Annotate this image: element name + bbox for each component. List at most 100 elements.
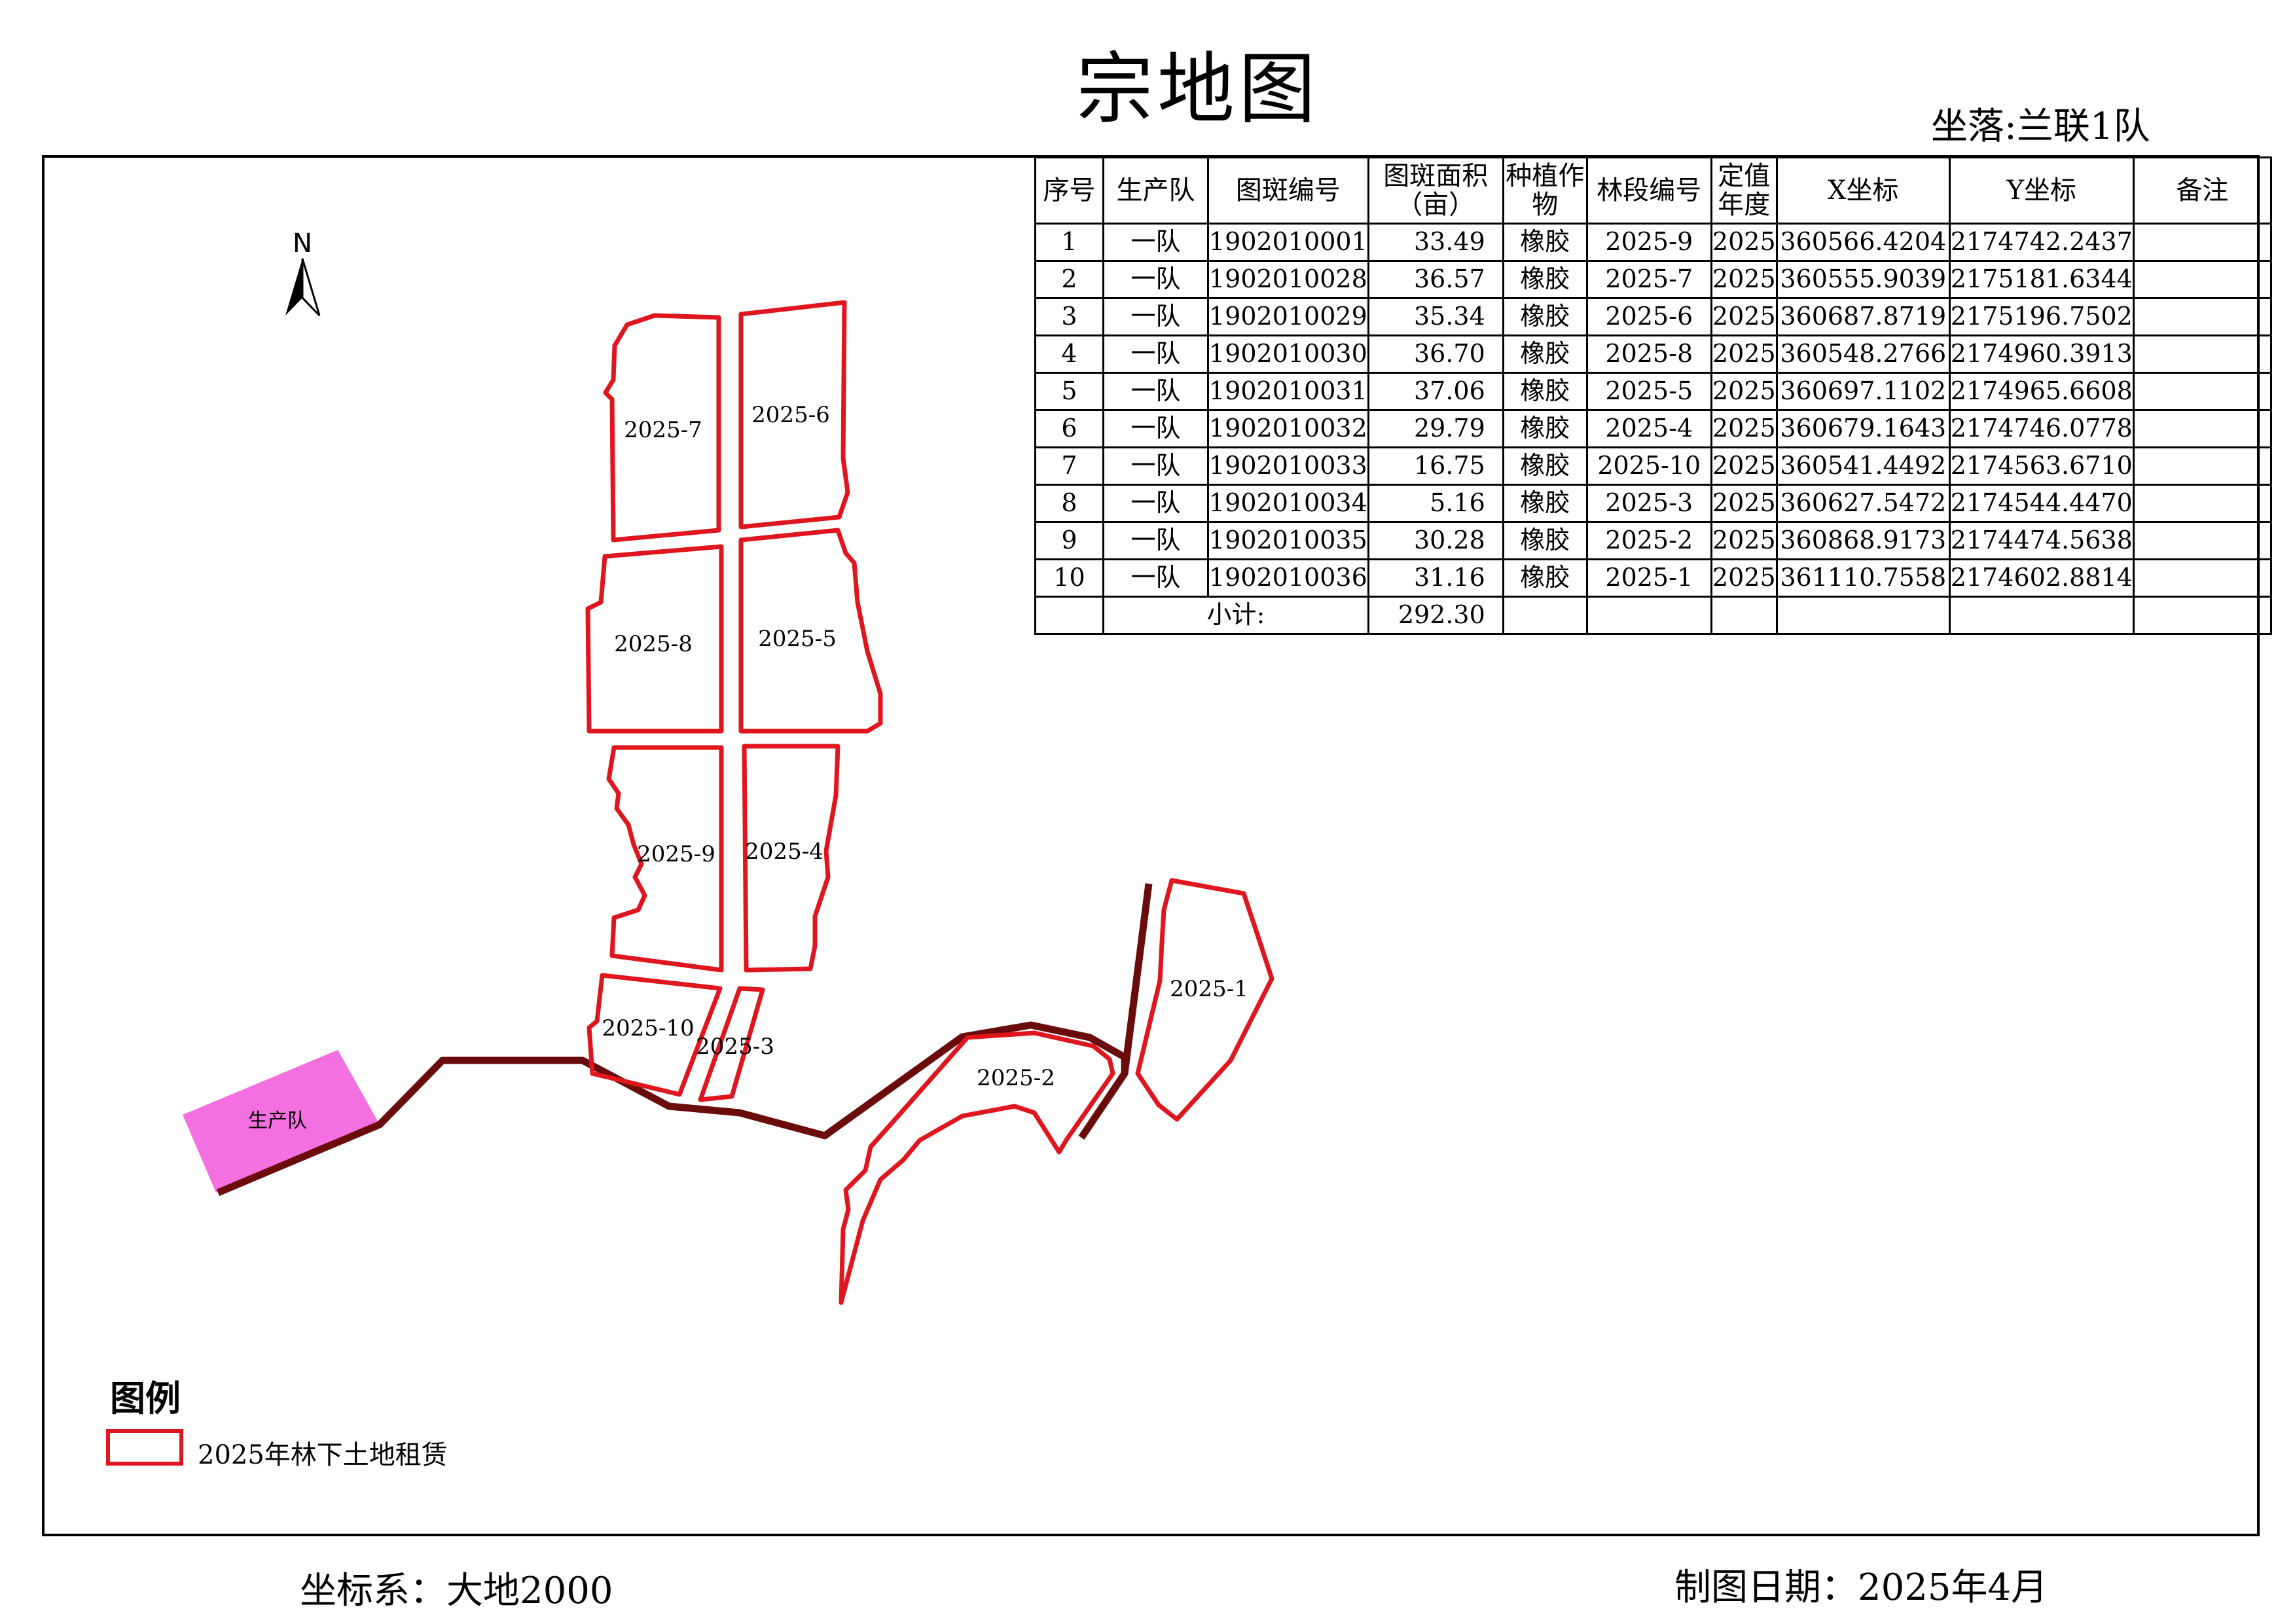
table-cell: 一队 bbox=[1102, 260, 1209, 299]
table-cell bbox=[2132, 223, 2272, 262]
table-cell: 2025-8 bbox=[1585, 334, 1712, 374]
table-cell: 2025 bbox=[1710, 484, 1778, 523]
table-cell: 一队 bbox=[1102, 484, 1209, 523]
table-cell: 2025 bbox=[1710, 334, 1778, 374]
table-cell: 一队 bbox=[1102, 521, 1209, 560]
parcel-2025-5[interactable] bbox=[738, 528, 883, 734]
header-cell: 定值年度 bbox=[1710, 156, 1778, 225]
table-cell: 2025 bbox=[1710, 521, 1778, 560]
header-cell: X坐标 bbox=[1775, 156, 1951, 225]
table-cell: 2025 bbox=[1710, 297, 1778, 336]
table-cell: 16.75 bbox=[1367, 446, 1504, 486]
parcel-2025-1[interactable] bbox=[1135, 878, 1274, 1122]
table-cell: 一队 bbox=[1102, 409, 1209, 448]
table-cell: 2025-10 bbox=[1585, 446, 1712, 486]
header-cell: 生产队 bbox=[1102, 156, 1209, 225]
table-cell bbox=[1034, 596, 1104, 635]
table-cell: 8 bbox=[1034, 484, 1104, 523]
header-cell: 图斑面积（亩） bbox=[1367, 156, 1504, 225]
parcel-2025-9[interactable] bbox=[606, 745, 724, 973]
table-cell: 2174742.2437 bbox=[1948, 223, 2135, 262]
table-cell bbox=[2132, 334, 2272, 374]
table-cell: 2174563.6710 bbox=[1948, 446, 2135, 486]
table-cell: 37.06 bbox=[1367, 372, 1504, 411]
table-cell: 一队 bbox=[1102, 446, 1209, 486]
parcel-label: 2025-9 bbox=[637, 841, 715, 867]
parcel-2025-6[interactable] bbox=[738, 300, 850, 530]
production-team-area[interactable] bbox=[183, 1050, 380, 1193]
table-cell: 橡胶 bbox=[1502, 260, 1588, 299]
table-cell: 1902010030 bbox=[1207, 334, 1369, 374]
subtotal-value: 292.30 bbox=[1367, 596, 1504, 635]
table-cell: 360697.1102 bbox=[1775, 372, 1951, 411]
parcel-2025-2[interactable] bbox=[839, 1030, 1115, 1305]
parcel-2025-4[interactable] bbox=[742, 744, 840, 973]
parcel-label: 2025-3 bbox=[696, 1034, 774, 1060]
north-arrow-icon: N bbox=[285, 228, 321, 317]
header-cell: 图斑编号 bbox=[1207, 156, 1369, 225]
table-cell: 5 bbox=[1034, 372, 1104, 411]
parcel-2025-3[interactable] bbox=[698, 986, 765, 1102]
map-date-label: 制图日期：2025年4月 bbox=[1674, 1566, 2048, 1609]
table-cell: 一队 bbox=[1102, 372, 1209, 411]
table-cell bbox=[2132, 521, 2272, 560]
parcel-label: 2025-1 bbox=[1170, 976, 1248, 1002]
table-cell: 361110.7558 bbox=[1775, 558, 1951, 598]
header-cell: 序号 bbox=[1034, 156, 1104, 225]
table-cell: 1902010034 bbox=[1207, 484, 1369, 523]
table-cell: 31.16 bbox=[1367, 558, 1504, 598]
table-cell bbox=[2132, 297, 2272, 336]
parcel-2025-7[interactable] bbox=[603, 313, 721, 543]
table-cell: 10 bbox=[1034, 558, 1104, 598]
parcel-2025-10[interactable] bbox=[587, 973, 723, 1097]
legend-swatch bbox=[106, 1429, 183, 1466]
table-cell: 360687.8719 bbox=[1775, 297, 1951, 336]
north-label: N bbox=[293, 228, 312, 259]
production-team-label: 生产队 bbox=[248, 1110, 307, 1132]
table-cell: 一队 bbox=[1102, 223, 1209, 262]
table-cell: 2174960.3913 bbox=[1948, 334, 2135, 374]
table-cell: 2174746.0778 bbox=[1948, 409, 2135, 448]
table-cell: 橡胶 bbox=[1502, 409, 1588, 448]
parcel-label: 2025-5 bbox=[758, 626, 837, 652]
table-cell: 1902010031 bbox=[1207, 372, 1369, 411]
table-cell: 2025 bbox=[1710, 372, 1778, 411]
table-cell bbox=[2132, 446, 2272, 486]
table-cell bbox=[2132, 409, 2272, 448]
table-cell bbox=[2132, 558, 2272, 598]
header-cell: Y坐标 bbox=[1948, 156, 2135, 225]
table-cell: 360868.9173 bbox=[1775, 521, 1951, 560]
table-cell: 橡胶 bbox=[1502, 484, 1588, 523]
parcel-2025-8[interactable] bbox=[585, 544, 724, 734]
table-cell: 1902010033 bbox=[1207, 446, 1369, 486]
table-cell: 1902010032 bbox=[1207, 409, 1369, 448]
table-cell: 2025-2 bbox=[1585, 521, 1712, 560]
table-cell: 橡胶 bbox=[1502, 223, 1588, 262]
table-cell bbox=[2132, 372, 2272, 411]
table-cell: 一队 bbox=[1102, 334, 1209, 374]
table-cell: 3 bbox=[1034, 297, 1104, 336]
table-cell bbox=[1775, 596, 1951, 635]
header-cell: 种植作物 bbox=[1502, 156, 1588, 225]
table-cell: 橡胶 bbox=[1502, 521, 1588, 560]
legend-label: 2025年林下土地租赁 bbox=[198, 1440, 448, 1470]
table-cell: 2025-6 bbox=[1585, 297, 1712, 336]
table-cell: 29.79 bbox=[1367, 409, 1504, 448]
table-cell: 4 bbox=[1034, 334, 1104, 374]
table-cell: 2025-3 bbox=[1585, 484, 1712, 523]
table-cell: 360548.2766 bbox=[1775, 334, 1951, 374]
table-cell: 6 bbox=[1034, 409, 1104, 448]
table-cell: 2025-5 bbox=[1585, 372, 1712, 411]
table-cell: 33.49 bbox=[1367, 223, 1504, 262]
coordinate-system-label: 坐标系：大地2000 bbox=[300, 1570, 613, 1612]
parcel-label: 2025-2 bbox=[977, 1065, 1055, 1091]
table-cell: 36.70 bbox=[1367, 334, 1504, 374]
table-cell: 1902010029 bbox=[1207, 297, 1369, 336]
